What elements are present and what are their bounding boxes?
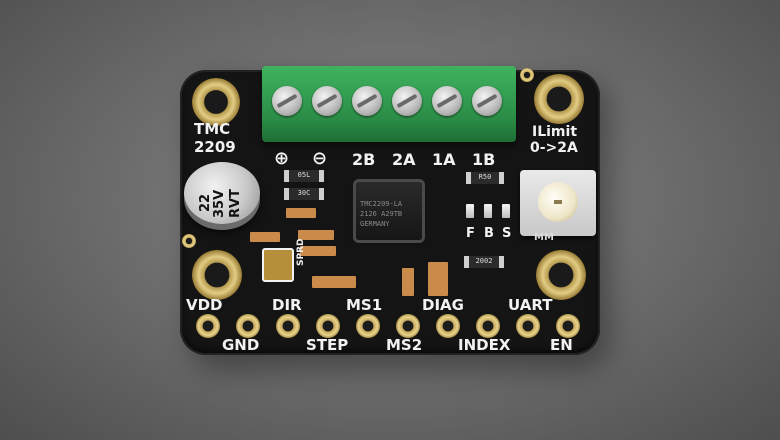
terminal-screw: [472, 86, 502, 116]
electrolytic-capacitor: 22 35V RVT: [184, 162, 262, 232]
screw-terminal-block: [262, 66, 516, 142]
smd-resistor: R50: [466, 172, 504, 184]
mounting-hole-top-left: [192, 78, 240, 126]
header-pin-gnd[interactable]: [236, 314, 260, 338]
terminal-label-2a: 2A: [392, 150, 416, 169]
header-pin-vdd[interactable]: [196, 314, 220, 338]
terminal-screw: [312, 86, 342, 116]
board-title-line1: TMC: [194, 120, 231, 138]
capacitor-marking-1: 22: [198, 193, 213, 212]
pin-label-index: INDEX: [458, 336, 511, 354]
pin-label-dir: DIR: [272, 296, 302, 314]
led-label-b: B: [484, 226, 494, 241]
board-title-line2: 2209: [194, 138, 236, 156]
mounting-hole-bottom-right: [536, 250, 586, 300]
smd-capacitor: [300, 246, 336, 256]
capacitor-marking-3: RVT: [228, 189, 243, 218]
potentiometer-knob[interactable]: [538, 182, 578, 222]
smd-capacitor: [312, 276, 356, 288]
capacitor-marking-2: 35V: [212, 189, 227, 218]
header-pin-en[interactable]: [556, 314, 580, 338]
pin-label-diag: DIAG: [422, 296, 464, 314]
terminal-screw: [272, 86, 302, 116]
current-limit-potentiometer[interactable]: [520, 170, 596, 236]
terminal-label-plus: ⊕: [274, 148, 290, 169]
pin-label-gnd: GND: [222, 336, 260, 354]
header-pin-diag[interactable]: [436, 314, 460, 338]
ilimit-label: ILimit: [532, 124, 578, 140]
terminal-label-1a: 1A: [432, 150, 456, 169]
header-pin-index[interactable]: [476, 314, 500, 338]
led-label-s: S: [502, 226, 512, 241]
sprd-jumper-pad: [262, 248, 294, 282]
chip-marking-1: TMC2209-LA: [360, 200, 403, 208]
header-pin-uart[interactable]: [516, 314, 540, 338]
header-pin-dir[interactable]: [276, 314, 300, 338]
pin-label-vdd: VDD: [186, 296, 223, 314]
smd-capacitor: [428, 262, 448, 296]
pin-label-en: EN: [550, 336, 573, 354]
terminal-screw: [392, 86, 422, 116]
smd-capacitor: [298, 230, 334, 240]
via: [520, 68, 534, 82]
chip-marking-2: 2126 A29TB: [360, 210, 403, 218]
smd-resistor: 30C: [284, 188, 324, 200]
terminal-screw: [352, 86, 382, 116]
header-pin-ms2[interactable]: [396, 314, 420, 338]
led-s: [502, 204, 510, 218]
terminal-label-2b: 2B: [352, 150, 376, 169]
pin-label-ms2: MS2: [386, 336, 423, 354]
terminal-screw: [432, 86, 462, 116]
led-f: [466, 204, 474, 218]
pin-label-ms1: MS1: [346, 296, 383, 314]
ilimit-range-label: 0->2A: [530, 140, 578, 156]
smd-capacitor: [286, 208, 316, 218]
led-label-f: F: [466, 226, 475, 241]
pin-label-step: STEP: [306, 336, 349, 354]
header-pin-ms1[interactable]: [356, 314, 380, 338]
smd-resistor: 2002: [464, 256, 504, 268]
terminal-label-minus: ⊖: [312, 148, 328, 169]
header-pin-step[interactable]: [316, 314, 340, 338]
smd-resistor: 05L: [284, 170, 324, 182]
chip-marking-3: GERMANY: [360, 220, 390, 228]
stepper-driver-board: TMC 2209 ILimit 0->2A ⊕ ⊖ 2B 2A 1A 1B 22…: [180, 66, 600, 355]
terminal-label-1b: 1B: [472, 150, 496, 169]
via: [182, 234, 196, 248]
driver-chip: TMC2209-LA 2126 A29TB GERMANY: [356, 182, 422, 240]
smd-capacitor: [402, 268, 414, 296]
sprd-label: SPRD: [296, 238, 306, 266]
led-b: [484, 204, 492, 218]
potentiometer-marking: MM: [534, 232, 554, 243]
mounting-hole-bottom-left: [192, 250, 242, 300]
smd-capacitor: [250, 232, 280, 242]
pin-label-uart: UART: [508, 296, 553, 314]
mounting-hole-top-right: [534, 74, 584, 124]
